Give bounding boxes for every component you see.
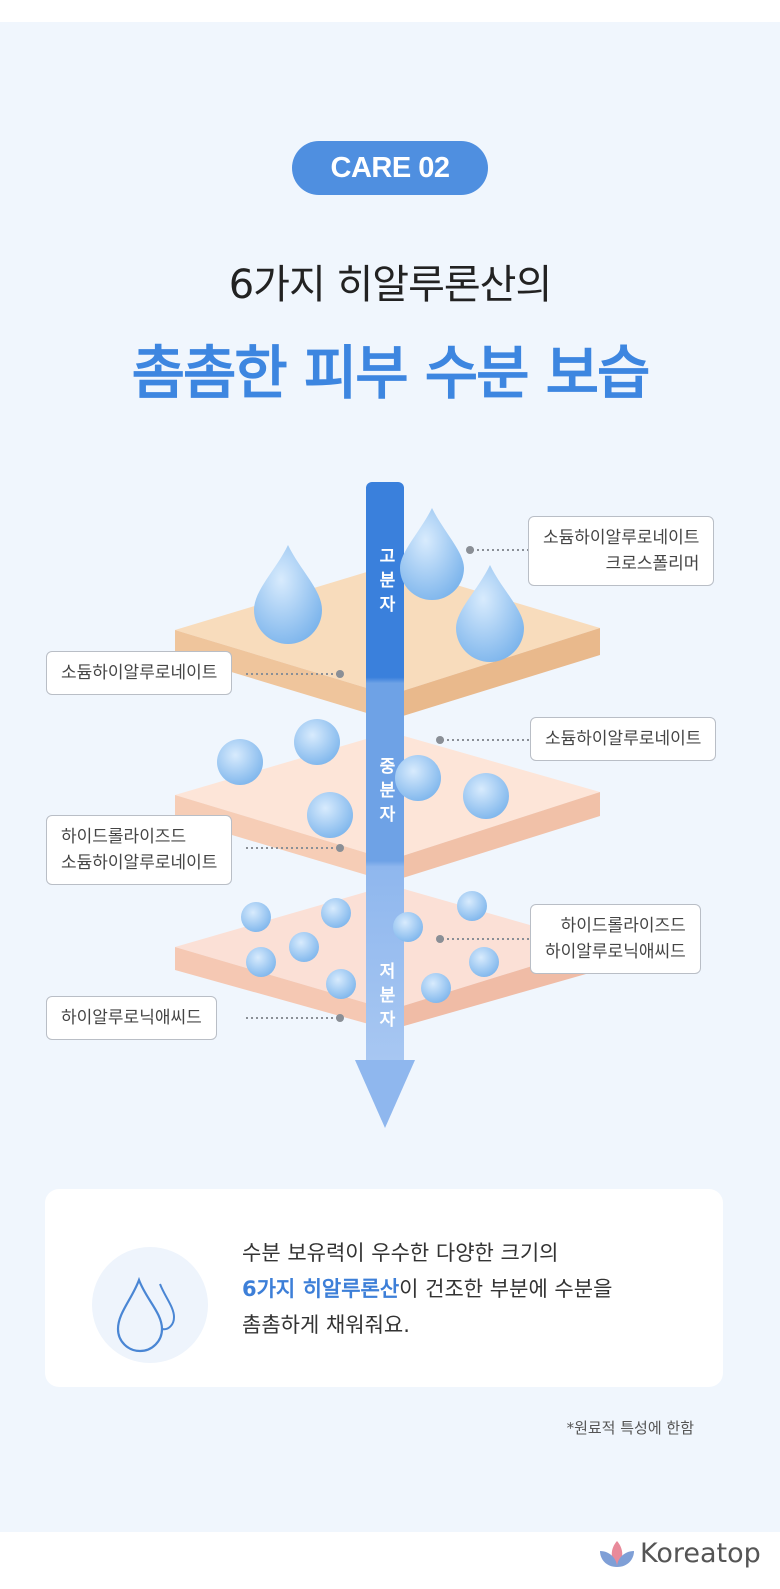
label-sodium-hyaluronate-top: 소듐하이알루로네이트 bbox=[46, 651, 233, 695]
lotus-icon bbox=[600, 1540, 634, 1567]
subtitle: 6가지 히알루론산의 bbox=[228, 262, 553, 308]
footnote: *원료적 특성에 한함 bbox=[566, 1419, 694, 1437]
care-badge: CARE 02 bbox=[292, 141, 488, 195]
water-drops bbox=[254, 508, 524, 662]
label-sodium-hyaluronate-mid: 소듐하이알루로네이트 bbox=[530, 717, 717, 761]
arrow-label-mid: 중분자 bbox=[375, 757, 395, 829]
leader-lines bbox=[246, 549, 530, 1019]
brand-logo: Koreatop bbox=[598, 1538, 761, 1569]
arrow-label-high: 고분자 bbox=[375, 547, 395, 619]
drop-icon-circle bbox=[92, 1247, 208, 1363]
page-title: 촘촘한 피부 수분 보습 bbox=[131, 339, 651, 407]
description-text: 수분 보유력이 우수한 다양한 크기의 6가지 히알루론산이 건조한 부분에 수… bbox=[242, 1241, 613, 1337]
arrow-label-low: 저분자 bbox=[375, 962, 395, 1034]
water-drops-icon bbox=[116, 1276, 176, 1353]
molecules bbox=[217, 719, 509, 1003]
label-hyaluronic-acid: 하이알루로닉애씨드 bbox=[46, 996, 217, 1040]
